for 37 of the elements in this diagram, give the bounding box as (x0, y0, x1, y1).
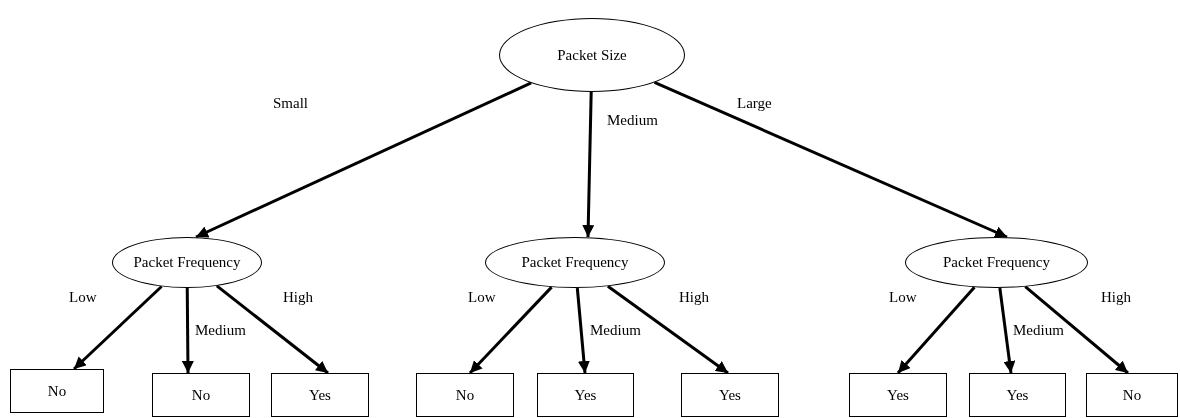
edge-label: High (282, 289, 314, 306)
arrow (575, 287, 590, 374)
arrow (72, 285, 163, 371)
edge-label: High (678, 289, 710, 306)
arrow (998, 287, 1016, 374)
edge-label: High (1100, 289, 1132, 306)
node-label: Yes (574, 386, 597, 404)
arrow (468, 286, 553, 375)
node-label: Packet Frequency (521, 254, 629, 271)
arrow (215, 284, 329, 375)
edge-label: Large (736, 95, 773, 112)
node-label: Packet Frequency (942, 254, 1050, 271)
leaf-box (416, 373, 514, 417)
leaf-box (271, 373, 369, 417)
node-label: Packet Size (557, 46, 627, 64)
arrow (181, 288, 194, 373)
arrow (607, 285, 729, 375)
leaf-box (1086, 373, 1178, 417)
node-label: No (455, 386, 475, 404)
arrow (195, 81, 532, 239)
node-label: Yes (887, 386, 909, 404)
arrow (653, 81, 1008, 239)
leaf-box (681, 373, 779, 417)
leaf-box (537, 373, 634, 417)
node-label: No (191, 386, 211, 404)
node-label: No (47, 382, 67, 400)
leaf-box (152, 373, 250, 417)
node-label: No (1122, 386, 1142, 404)
node-label: Yes (719, 386, 741, 404)
leaf-box (969, 373, 1066, 417)
leaf-box (849, 373, 947, 417)
node-label: Packet Frequency (133, 254, 241, 271)
arrow (896, 286, 976, 374)
node-label: Yes (1006, 386, 1029, 404)
node-label: Yes (309, 386, 331, 404)
leaf-box (10, 369, 104, 413)
arrow (582, 91, 595, 238)
